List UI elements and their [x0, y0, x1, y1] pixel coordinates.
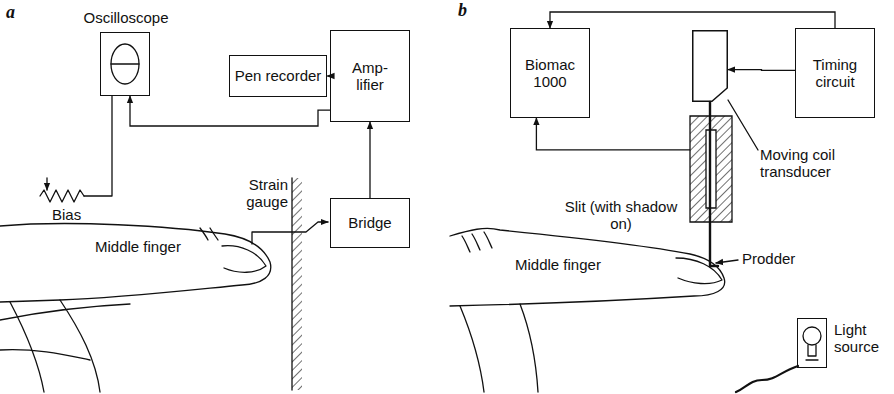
finger-nail [222, 246, 266, 273]
plate-hatching [292, 178, 302, 390]
cable [736, 366, 798, 392]
finger-crease [462, 232, 492, 252]
panel-letter: b [458, 0, 478, 21]
signal-wire [728, 69, 795, 71]
node-label: Amp- lifier [345, 59, 395, 94]
node-label: Bridge [348, 214, 391, 231]
bias-arrow [46, 178, 47, 190]
finger-outline [450, 228, 725, 306]
node-label: Biomac 1000 [520, 56, 580, 91]
panel-letter: a [6, 2, 26, 23]
process-box: Pen recorder [229, 55, 328, 97]
transducer-outline [693, 31, 728, 102]
node-label: Timing circuit [805, 56, 865, 91]
node-label: Pen recorder [235, 67, 322, 84]
process-box: Timing circuit [795, 28, 875, 118]
signal-wire [369, 122, 370, 198]
slit-housing [690, 116, 732, 222]
signal-wire [130, 96, 330, 126]
plate [291, 178, 292, 390]
oscilloscope-box: Oscilloscope [100, 32, 150, 96]
node-label: Light source [834, 321, 894, 356]
lamp-box: Light source [797, 318, 827, 368]
signal-wire [536, 118, 690, 150]
process-box: Bridge [330, 198, 410, 248]
strain-gauge-wire [252, 222, 328, 244]
transducer-box: Moving coil transducer [692, 30, 728, 102]
finger-outline [0, 224, 271, 302]
part-name: Strain gauge [236, 176, 288, 211]
bulb [803, 327, 821, 345]
process-box: Amp- lifier [330, 30, 410, 122]
scope-trace [111, 63, 139, 64]
signal-wire [550, 12, 835, 28]
bulb-base [806, 345, 818, 360]
resistor-symbol [40, 190, 84, 202]
slit-box: Slit (with shadow on) [690, 116, 732, 222]
process-box: Biomac 1000 [510, 28, 590, 118]
other-fingers [460, 304, 538, 392]
finger-crease [200, 228, 218, 240]
scope-screen [111, 44, 139, 84]
part-name: Middle finger [515, 256, 625, 273]
signal-name: Bias [52, 206, 102, 223]
node-label: Slit (with shadow on) [558, 198, 684, 233]
part-name: Prodder [742, 250, 812, 267]
leader-line [716, 260, 738, 263]
part-name: Middle finger [95, 238, 205, 255]
bias-wire [84, 96, 112, 196]
node-label: Oscilloscope [61, 9, 191, 26]
transducer-outline [692, 30, 728, 102]
slit-outline [690, 116, 732, 222]
node-label: Moving coil transducer [760, 146, 852, 181]
other-fingers [0, 300, 130, 392]
finger-nail [676, 258, 722, 284]
